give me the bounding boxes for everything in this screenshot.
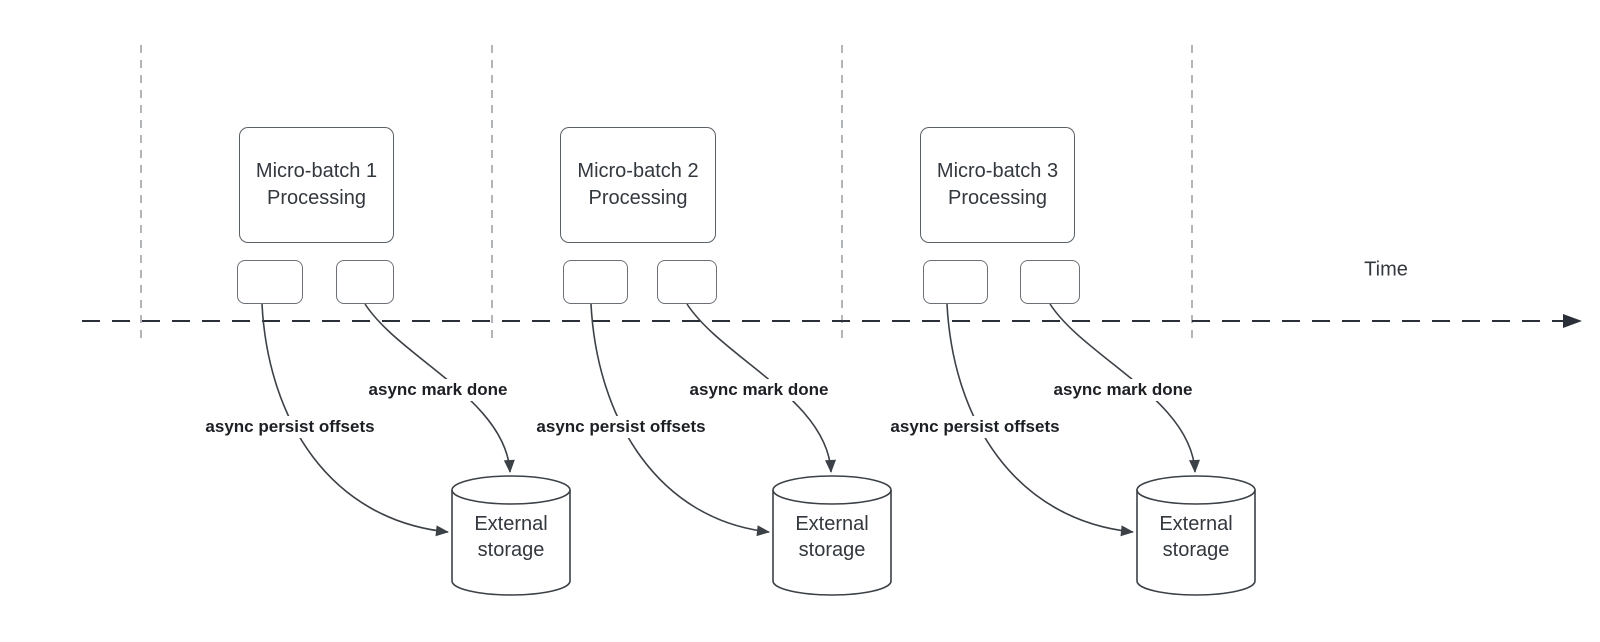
mark-done-label: async mark done: [365, 379, 511, 401]
external-storage-label-wrap: External storage: [773, 476, 891, 595]
persist-offsets-arrow: [946, 303, 1134, 537]
external-storage-label: External storage: [1159, 512, 1233, 561]
time-axis-arrowhead-icon: [1563, 314, 1582, 328]
offset-task-box: [237, 260, 303, 304]
external-storage-label-wrap: External storage: [1137, 476, 1255, 595]
persist-offsets-label: async persist offsets: [202, 416, 378, 438]
done-task-box: [657, 260, 717, 304]
persist-offsets-arrow: [261, 303, 449, 537]
external-storage-cylinder: [1136, 475, 1256, 596]
microbatch-1-node: Micro-batch 1 Processing: [239, 127, 394, 243]
offset-task-box: [923, 260, 988, 304]
done-task-box: [336, 260, 394, 304]
mark-done-label: async mark done: [686, 379, 832, 401]
microbatch-2-subtitle: Processing: [588, 187, 688, 209]
microbatch-1-title: Micro-batch 1: [255, 160, 378, 182]
external-storage-label: External storage: [795, 512, 869, 561]
time-axis-label: Time: [1364, 258, 1408, 281]
microbatch-3-title: Micro-batch 3: [936, 160, 1059, 182]
offset-task-box: [563, 260, 628, 304]
external-storage-cylinder: [772, 475, 892, 596]
mark-done-label: async mark done: [1050, 379, 1196, 401]
persist-offsets-arrow: [590, 303, 770, 537]
done-task-box: [1020, 260, 1080, 304]
external-storage-cylinder: [451, 475, 571, 596]
external-storage-label: External storage: [474, 512, 548, 561]
external-storage-label-wrap: External storage: [452, 476, 570, 595]
microbatch-2-node: Micro-batch 2 Processing: [560, 127, 716, 243]
persist-offsets-label: async persist offsets: [533, 416, 709, 438]
persist-offsets-label: async persist offsets: [887, 416, 1063, 438]
microbatch-3-subtitle: Processing: [948, 187, 1047, 209]
microbatch-3-node: Micro-batch 3 Processing: [920, 127, 1075, 243]
microbatch-2-title: Micro-batch 2: [577, 160, 699, 182]
microbatch-1-subtitle: Processing: [267, 187, 366, 209]
